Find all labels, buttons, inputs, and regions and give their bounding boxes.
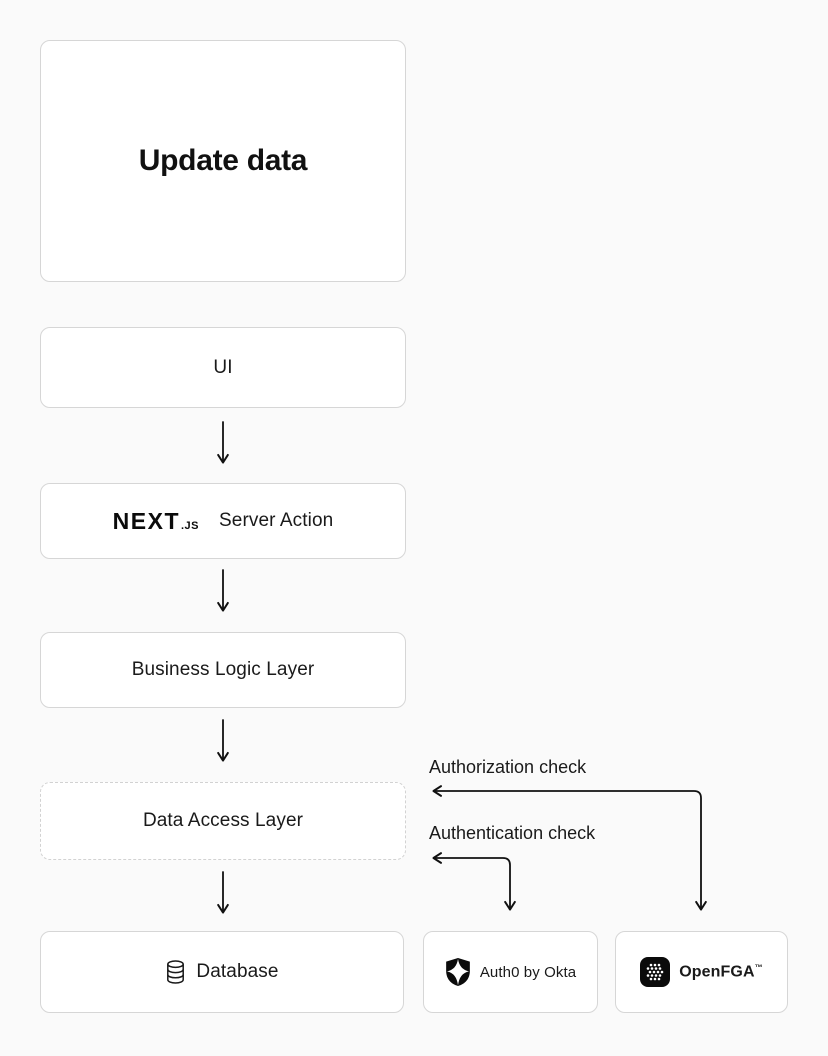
- nextjs-logo-text: NEXT: [112, 507, 180, 534]
- authorization-check-arrow: [432, 785, 707, 911]
- nextjs-logo-suffix: .JS: [181, 519, 200, 532]
- database-icon: [165, 960, 186, 984]
- node-openfga: OpenFGA™: [615, 931, 788, 1013]
- openfga-label-text: OpenFGA: [679, 963, 755, 981]
- authorization-check-label: Authorization check: [429, 757, 587, 777]
- openfga-trademark: ™: [754, 962, 763, 972]
- openfga-label: OpenFGA™: [679, 963, 762, 981]
- database-label: Database: [196, 961, 279, 982]
- node-ui: UI: [40, 327, 406, 408]
- node-business-logic-layer: Business Logic Layer: [40, 632, 406, 708]
- server-action-label: Server Action: [219, 510, 334, 531]
- business-logic-label: Business Logic Layer: [131, 659, 315, 680]
- authentication-check-arrow: [432, 852, 516, 911]
- ui-label: UI: [213, 356, 233, 378]
- node-auth0: Auth0 by Okta: [423, 931, 598, 1013]
- data-access-label: Data Access Layer: [142, 810, 304, 831]
- authentication-check-label: Authentication check: [429, 823, 596, 843]
- node-update-data: Update data: [40, 40, 406, 282]
- auth0-shield-icon: [445, 958, 471, 986]
- update-data-label: Update data: [138, 144, 308, 177]
- openfga-dots-icon: [640, 957, 671, 987]
- auth0-label: Auth0 by Okta: [479, 963, 577, 981]
- node-database: Database: [40, 931, 404, 1013]
- node-nextjs-server-action: NEXT .JS Server Action: [40, 483, 406, 559]
- nextjs-wordmark: NEXT .JS: [112, 507, 209, 534]
- node-data-access-layer: Data Access Layer: [40, 782, 406, 860]
